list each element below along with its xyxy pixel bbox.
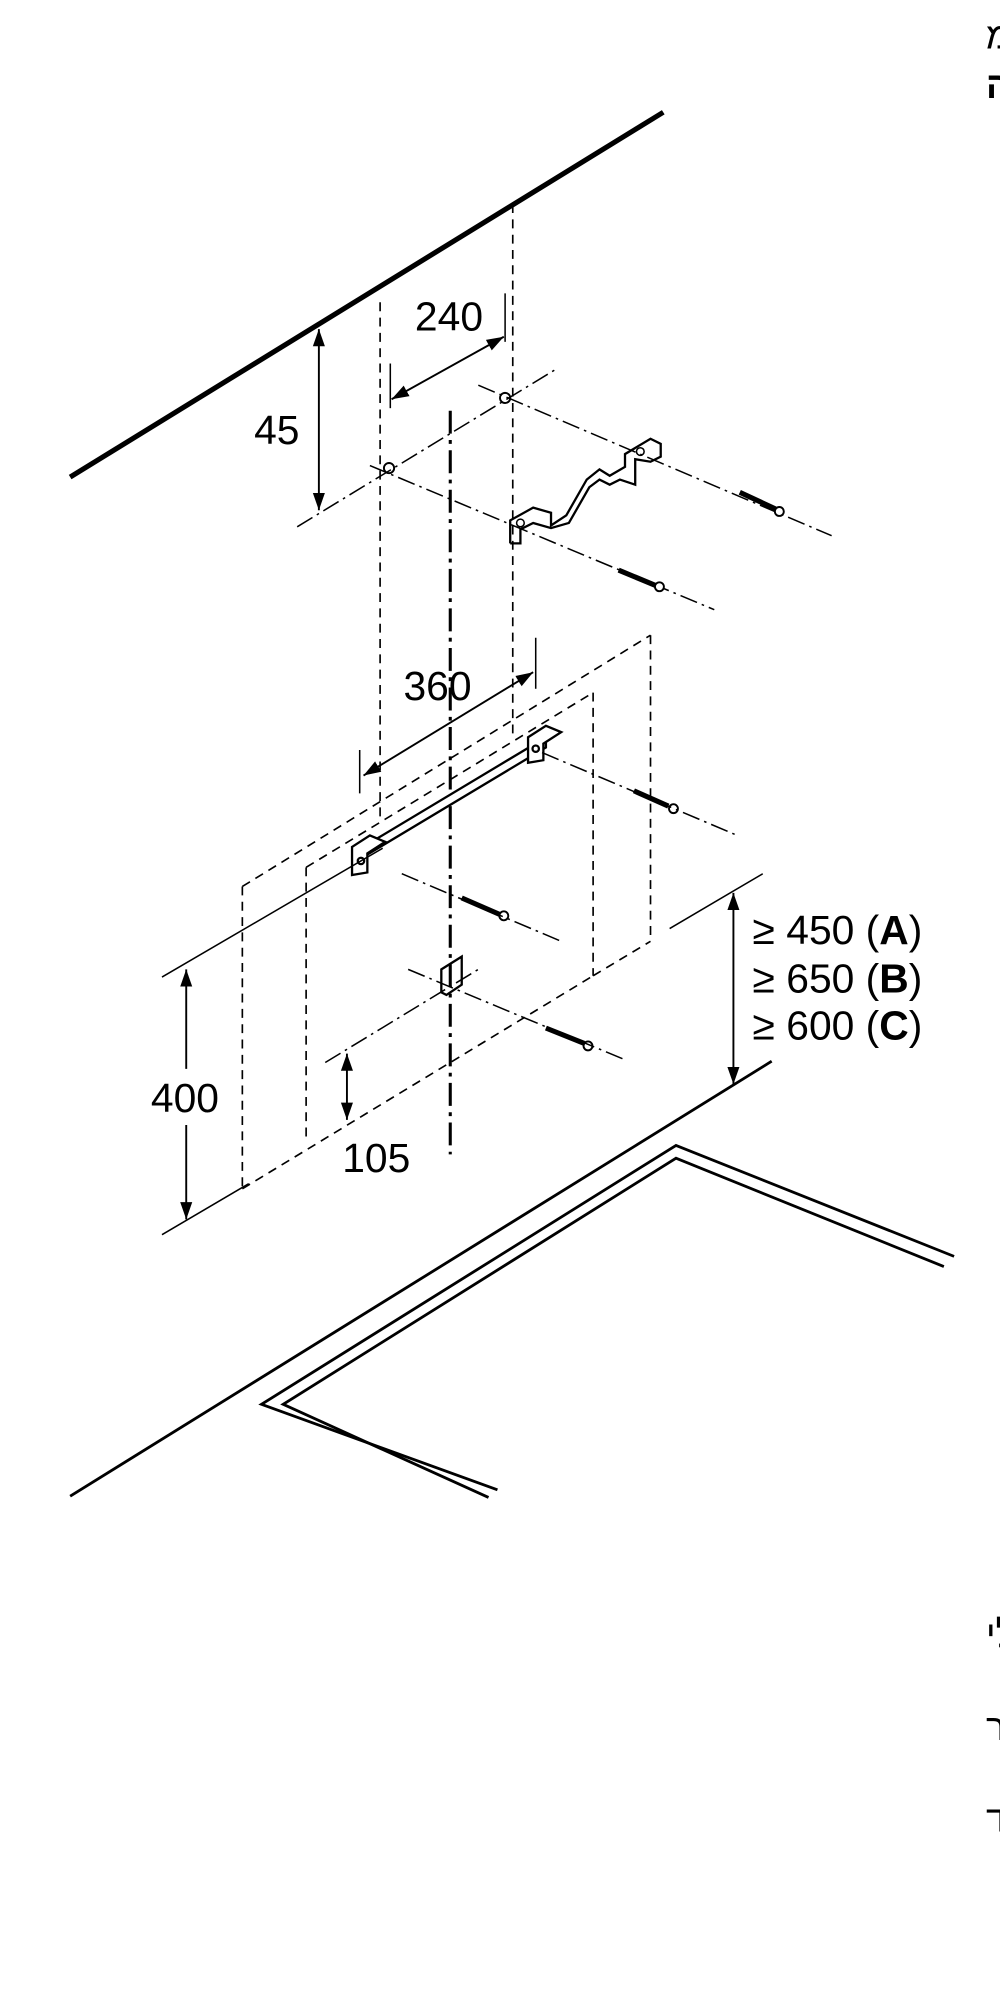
reference-line [407, 968, 623, 1060]
legend: חשמלי A: גז - מהקצה העליון של תומך הסיר … [986, 1614, 1000, 1840]
countertop-edge [69, 1060, 773, 1498]
legend-item-b: גז - מהקצה העליון של תומך הסיר B: [986, 1707, 1000, 1748]
hood-outline [241, 634, 652, 1190]
legend-item-c: חשמלי - לאוסטרליה וניו זילנד C: [986, 1799, 1000, 1840]
dimension-240-arrow [391, 335, 505, 401]
extension-line [161, 1183, 250, 1236]
bracket-hole [515, 518, 525, 528]
dimension-360: 360 [403, 663, 471, 709]
units-subtitle: מידות במ"מ [986, 15, 1000, 56]
dimension-105: 105 [342, 1135, 410, 1181]
bracket-hole [635, 446, 645, 457]
screws [460, 490, 785, 1052]
hob-outer [258, 1143, 955, 1492]
reference-line [296, 369, 556, 528]
extension-line [161, 847, 384, 978]
diagram-title: התקנת קיר עם ארובה [986, 65, 1000, 106]
dimension-360-arrow [363, 671, 534, 777]
dimension-400: 400 [151, 1075, 219, 1121]
clearance-a: ≥ 450 (A) [753, 907, 923, 953]
clearance-c: ≥ 600 (C) [753, 1003, 923, 1049]
reference-line [401, 873, 562, 943]
reference-line [541, 751, 738, 837]
dimension-240: 240 [415, 293, 483, 339]
reference-line [324, 968, 479, 1064]
ceiling-line [68, 110, 665, 480]
hob-inner [280, 1156, 945, 1499]
extension-line [669, 873, 764, 930]
clearance-labels: ≥ 450 (A) ≥ 650 (B) ≥ 600 (C) [753, 907, 923, 1049]
upper-bracket [509, 437, 662, 545]
lower-mounting-rail [350, 724, 564, 877]
safety-bracket [440, 954, 463, 997]
drill-hole [382, 462, 396, 475]
clearance-b: ≥ 650 (B) [753, 955, 923, 1001]
dimension-45: 45 [254, 407, 299, 453]
legend-item-a: חשמלי A: [986, 1614, 1000, 1655]
